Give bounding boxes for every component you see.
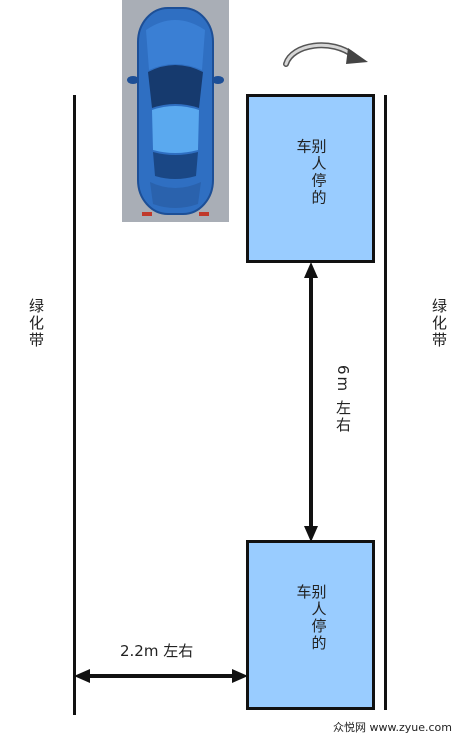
green-belt-label-right: 绿化带 <box>430 298 448 349</box>
parked-car-front-label: 别人停的车 <box>294 137 328 206</box>
side-dimension-arrow <box>74 669 248 683</box>
turn-arrow-icon <box>283 42 368 67</box>
road-edge-line-right <box>384 95 387 710</box>
parked-car-rear-label: 别人停的车 <box>294 584 328 652</box>
own-car-icon <box>122 0 229 222</box>
parked-car-front: 别人停的车 <box>246 94 375 263</box>
parked-car-rear: 别人停的车 <box>246 540 375 710</box>
side-dimension-label: 2.2m 左右 <box>120 642 194 660</box>
gap-dimension-arrow <box>304 262 318 542</box>
green-belt-label-left: 绿化带 <box>27 298 45 349</box>
road-edge-line-left <box>73 95 76 715</box>
gap-dimension-label: 6m 左右 <box>334 365 352 434</box>
watermark: 众悦网 www.zyue.com <box>333 721 452 734</box>
